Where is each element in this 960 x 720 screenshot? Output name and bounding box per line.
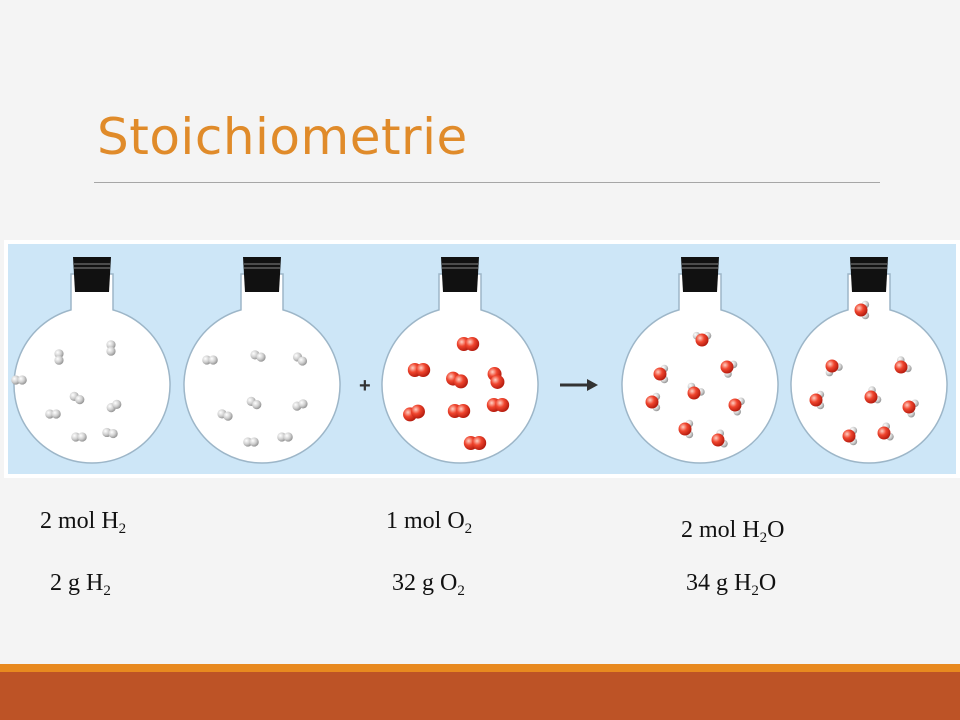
stopper-icon <box>850 257 888 292</box>
stopper-icon <box>73 257 111 292</box>
flask-oxygen <box>381 257 539 464</box>
reaction-arrow-icon <box>560 379 598 391</box>
label-h2o-moles: 2 mol H2O <box>681 517 785 546</box>
slide-title: Stoichiometrie <box>97 108 468 166</box>
stopper-icon <box>681 257 719 292</box>
label-o2-moles: 1 mol O2 <box>386 508 473 537</box>
label-h2o-mass: 34 g H2O <box>686 570 777 599</box>
footer-band <box>0 672 960 720</box>
reaction-figure: + <box>4 240 960 478</box>
flask-water-2 <box>790 257 948 464</box>
plus-sign: + <box>359 375 371 397</box>
stopper-icon <box>243 257 281 292</box>
stopper-icon <box>441 257 479 292</box>
reaction-illustration: + <box>8 244 956 474</box>
flask-water-1 <box>621 257 779 464</box>
label-o2-mass: 32 g O2 <box>392 570 465 599</box>
footer-accent-stripe <box>0 664 960 672</box>
label-h2-moles: 2 mol H2 <box>40 508 127 537</box>
title-divider <box>94 182 880 183</box>
flask-hydrogen-1 <box>11 257 171 464</box>
label-h2-mass: 2 g H2 <box>50 570 111 599</box>
flask-hydrogen-2 <box>183 257 341 464</box>
